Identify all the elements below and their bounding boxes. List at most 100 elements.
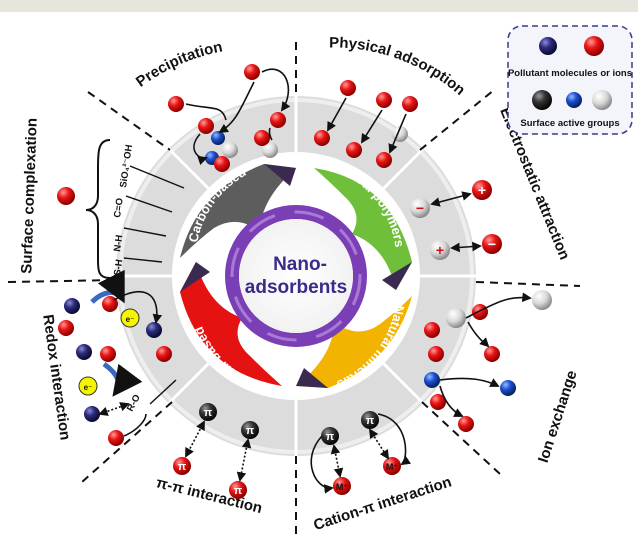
polymers-blade (314, 168, 412, 290)
dashed-dividers (7, 42, 581, 540)
electro-plus-sign: + (478, 182, 486, 198)
phys-red-5 (346, 142, 362, 158)
electro-minus-sign: − (416, 200, 424, 216)
legend-pollutant-red (584, 36, 604, 56)
precip-red-2 (168, 96, 184, 112)
precip-red-3 (198, 118, 214, 134)
legend-group-black (532, 90, 552, 110)
legend-pollutant-label: Pollutant molecules or ions (508, 68, 632, 79)
electro-red-plus (472, 180, 492, 200)
electro-white-plus (430, 240, 450, 260)
precip-red-5 (254, 130, 270, 146)
redox-navy-1 (64, 298, 80, 314)
cation-metal-symbol-2: M⁺ (386, 462, 398, 472)
ion-exchange-sector (424, 290, 552, 432)
electro-minus-sign-2: − (488, 236, 496, 252)
redox-red-4 (156, 346, 172, 362)
complex-brace (85, 139, 111, 279)
complex-red-1 (57, 187, 75, 205)
pi-pi-sector: π π π π (173, 403, 259, 499)
ion-red-2 (424, 322, 440, 338)
ion-red-1 (472, 304, 488, 320)
phys-red-3 (402, 96, 418, 112)
ion-blue-1 (424, 372, 440, 388)
complexation-sector: SiO₄²⁻OH C=O N-H S-H (57, 139, 185, 279)
legend-group-blue (566, 92, 582, 108)
cation-pi-black-1 (321, 427, 339, 445)
cation-pi-label: Cation-π interaction (312, 473, 454, 534)
pi-pi-label: π-π interaction (154, 474, 264, 517)
redox-electron-1 (120, 308, 140, 328)
ion-blue-2 (500, 380, 516, 396)
electro-red-minus (482, 234, 502, 254)
legend: Pollutant molecules or ions Surface acti… (507, 25, 633, 135)
ion-white-1 (446, 308, 466, 328)
redox-electron-2 (78, 376, 98, 396)
precip-white-2 (262, 142, 278, 158)
redox-red-5 (108, 430, 124, 446)
phys-red-6 (376, 152, 392, 168)
redox-red-3 (100, 346, 116, 362)
legend-pollutant-navy (539, 37, 557, 55)
phys-red-1 (340, 80, 356, 96)
center-title-line1: Nano- (273, 254, 327, 275)
group-nh: N-H (112, 234, 125, 252)
center-title-line2: adsorbents (245, 277, 347, 298)
carbon-blade (180, 164, 296, 258)
precipitation-label: Precipitation (133, 39, 224, 91)
legend-surface-label: Surface active groups (520, 118, 619, 129)
redox-navy-3 (76, 344, 92, 360)
electrostatic-sector: − + + − (410, 180, 502, 260)
group-co: C=O (112, 197, 126, 218)
electro-plus-sign-2: + (436, 242, 444, 258)
pipi-black-2 (241, 421, 259, 439)
top-strip (0, 0, 638, 12)
precip-blue-1 (211, 131, 225, 145)
cation-metal-1 (333, 477, 351, 495)
cation-metal-symbol-1: M⁺ (336, 482, 348, 492)
minerals-blade (296, 296, 412, 388)
group-sio4: SiO₄²⁻OH (118, 144, 135, 189)
ion-red-6 (458, 416, 474, 432)
cation-pi-sector: π π M⁺ M⁺ (310, 411, 412, 495)
phys-red-2 (376, 92, 392, 108)
precipitation-sector (168, 64, 291, 172)
cation-pi-black-2 (361, 411, 379, 429)
redox-ro-group: R-O (125, 393, 143, 414)
cation-pi-symbol-1: π (326, 431, 335, 443)
pipi-symbol-4: π (234, 485, 243, 497)
pipi-black-1 (199, 403, 217, 421)
redox-electron-symbol-2: e⁻ (84, 383, 93, 392)
redox-navy-4 (84, 406, 100, 422)
electro-white-minus (410, 198, 430, 218)
redox-sector: e⁻ e⁻ R-O (58, 269, 177, 446)
redox-curve-arrow-2 (102, 361, 143, 397)
physical-sector (314, 80, 418, 168)
pipi-red-2 (229, 481, 247, 499)
ion-red-4 (484, 346, 500, 362)
legend-group-white (592, 90, 612, 110)
redox-navy-2 (146, 322, 162, 338)
precip-white-1 (222, 142, 238, 158)
ion-red-5 (430, 394, 446, 410)
pipi-symbol-1: π (204, 407, 213, 419)
phys-red-4 (314, 130, 330, 146)
pipi-symbol-3: π (178, 461, 187, 473)
group-sh: S-H (112, 259, 125, 277)
cation-metal-2 (383, 457, 401, 475)
pipi-red-1 (173, 457, 191, 475)
precip-red-6 (270, 112, 286, 128)
core-disc (239, 219, 353, 333)
ion-exchange-label: Ion exchange (535, 368, 581, 464)
precip-red-1 (244, 64, 260, 80)
material-blades (180, 164, 412, 388)
ion-white-2 (532, 290, 552, 310)
metal-blade (180, 262, 282, 386)
precip-red-4 (214, 156, 230, 172)
ion-red-3 (428, 346, 444, 362)
redox-red-2 (58, 320, 74, 336)
redox-electron-symbol-1: e⁻ (126, 315, 135, 324)
cation-pi-symbol-2: π (366, 415, 375, 427)
pipi-symbol-2: π (246, 425, 255, 437)
